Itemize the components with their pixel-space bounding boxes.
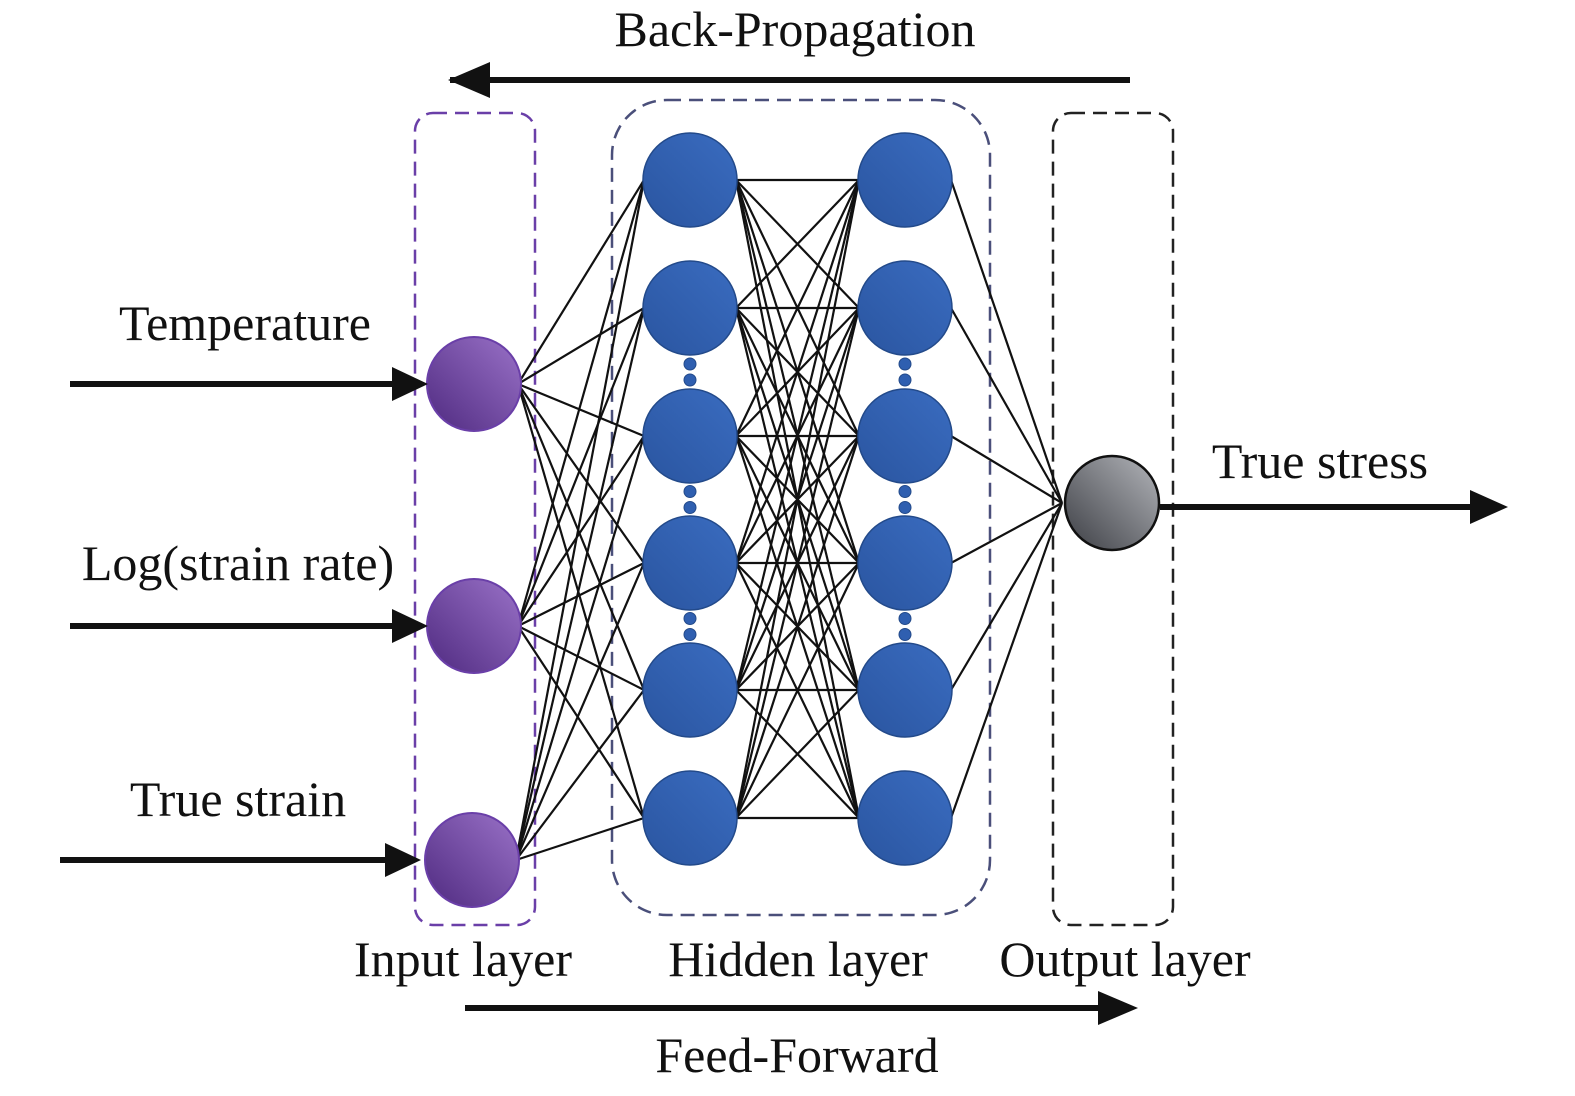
- edge-hidden1-hidden2: [735, 179, 860, 437]
- edge-hidden2-output: [949, 502, 1064, 819]
- input-layer-label: Input layer: [354, 931, 572, 987]
- ellipsis-dot: [898, 501, 912, 514]
- hidden-node: [857, 388, 953, 484]
- ellipsis-dot: [683, 612, 697, 625]
- nodes: [424, 132, 1161, 908]
- edge-input-hidden1: [514, 307, 646, 861]
- ellipsis-dot: [683, 373, 697, 387]
- hidden-layer-label: Hidden layer: [668, 931, 928, 987]
- output-layer-label: Output layer: [999, 931, 1251, 987]
- edge-input-hidden1: [517, 382, 645, 438]
- input-label-temperature: Temperature: [119, 295, 371, 351]
- edge-input-hidden1: [517, 435, 645, 627]
- input-layer-box: [413, 111, 537, 927]
- edge-input-hidden1: [516, 179, 646, 627]
- edge-input-hidden1: [514, 435, 646, 861]
- input-label-true-strain: True strain: [130, 771, 346, 827]
- edge-input-hidden1: [517, 383, 645, 564]
- ellipsis-dot: [898, 612, 912, 625]
- edge-hidden1-hidden2: [734, 179, 861, 691]
- output-arrowhead-true-stress: [1470, 490, 1508, 524]
- connections: [514, 178, 1064, 862]
- hidden-node: [642, 260, 738, 356]
- hidden-layer-box: [610, 98, 992, 917]
- input-arrowhead-temperature: [392, 367, 428, 401]
- input-arrowhead-true-strain: [385, 843, 421, 877]
- hidden-node: [642, 132, 738, 228]
- feed-forward-arrowhead: [1098, 991, 1138, 1025]
- edge-hidden2-output: [950, 435, 1063, 504]
- edge-hidden1-hidden2: [734, 307, 861, 819]
- hidden-node: [857, 515, 953, 611]
- edge-input-hidden1: [516, 383, 646, 819]
- edge-hidden2-output: [950, 502, 1063, 564]
- ellipsis-dot: [683, 501, 697, 514]
- hidden-node: [857, 642, 953, 738]
- input-node: [426, 336, 522, 432]
- hidden-node: [857, 132, 953, 228]
- edge-input-hidden1: [517, 625, 645, 819]
- arrows: [60, 62, 1508, 1025]
- ellipsis-dot: [683, 628, 697, 641]
- edge-input-hidden1: [515, 689, 645, 861]
- ellipsis-dot: [898, 373, 912, 387]
- output-label-true-stress: True stress: [1212, 433, 1428, 489]
- back-propagation-label: Back-Propagation: [614, 1, 975, 57]
- output-node: [1063, 454, 1161, 552]
- hidden-node: [642, 642, 738, 738]
- edge-input-hidden1: [516, 307, 646, 627]
- hidden-node: [857, 260, 953, 356]
- edge-hidden2-output: [949, 179, 1064, 504]
- ellipsis-dot: [898, 628, 912, 641]
- edge-input-hidden1: [517, 625, 645, 691]
- edge-input-hidden1: [517, 307, 645, 385]
- edge-input-hidden1: [514, 179, 646, 861]
- input-node: [424, 812, 520, 908]
- edge-hidden1-hidden2: [734, 435, 861, 819]
- edge-hidden2-output: [950, 502, 1063, 691]
- edge-hidden1-hidden2: [734, 179, 861, 564]
- input-arrowhead-strain-rate: [392, 609, 428, 643]
- input-label-strain-rate: Log(strain rate): [82, 535, 394, 591]
- edge-hidden1-hidden2: [735, 562, 860, 819]
- edge-hidden1-hidden2: [735, 689, 860, 819]
- edge-input-hidden1: [514, 562, 646, 861]
- back-propagation-arrowhead: [448, 62, 490, 98]
- edge-hidden2-output: [950, 307, 1063, 504]
- edge-input-hidden1: [515, 816, 645, 862]
- feed-forward-label: Feed-Forward: [655, 1027, 938, 1083]
- ellipsis-dot: [898, 485, 912, 498]
- edge-hidden1-hidden2: [734, 179, 861, 819]
- hidden-node: [642, 388, 738, 484]
- edge-input-hidden1: [517, 562, 645, 627]
- ellipsis-dot: [898, 357, 912, 371]
- edge-input-hidden1: [517, 179, 645, 385]
- hidden-node: [642, 515, 738, 611]
- edge-hidden1-hidden2: [735, 179, 860, 309]
- hidden-node: [642, 770, 738, 866]
- input-node: [426, 578, 522, 674]
- hidden-node: [857, 770, 953, 866]
- ellipsis-dot: [683, 485, 697, 498]
- edge-input-hidden1: [516, 383, 646, 691]
- ellipsis-dot: [683, 357, 697, 371]
